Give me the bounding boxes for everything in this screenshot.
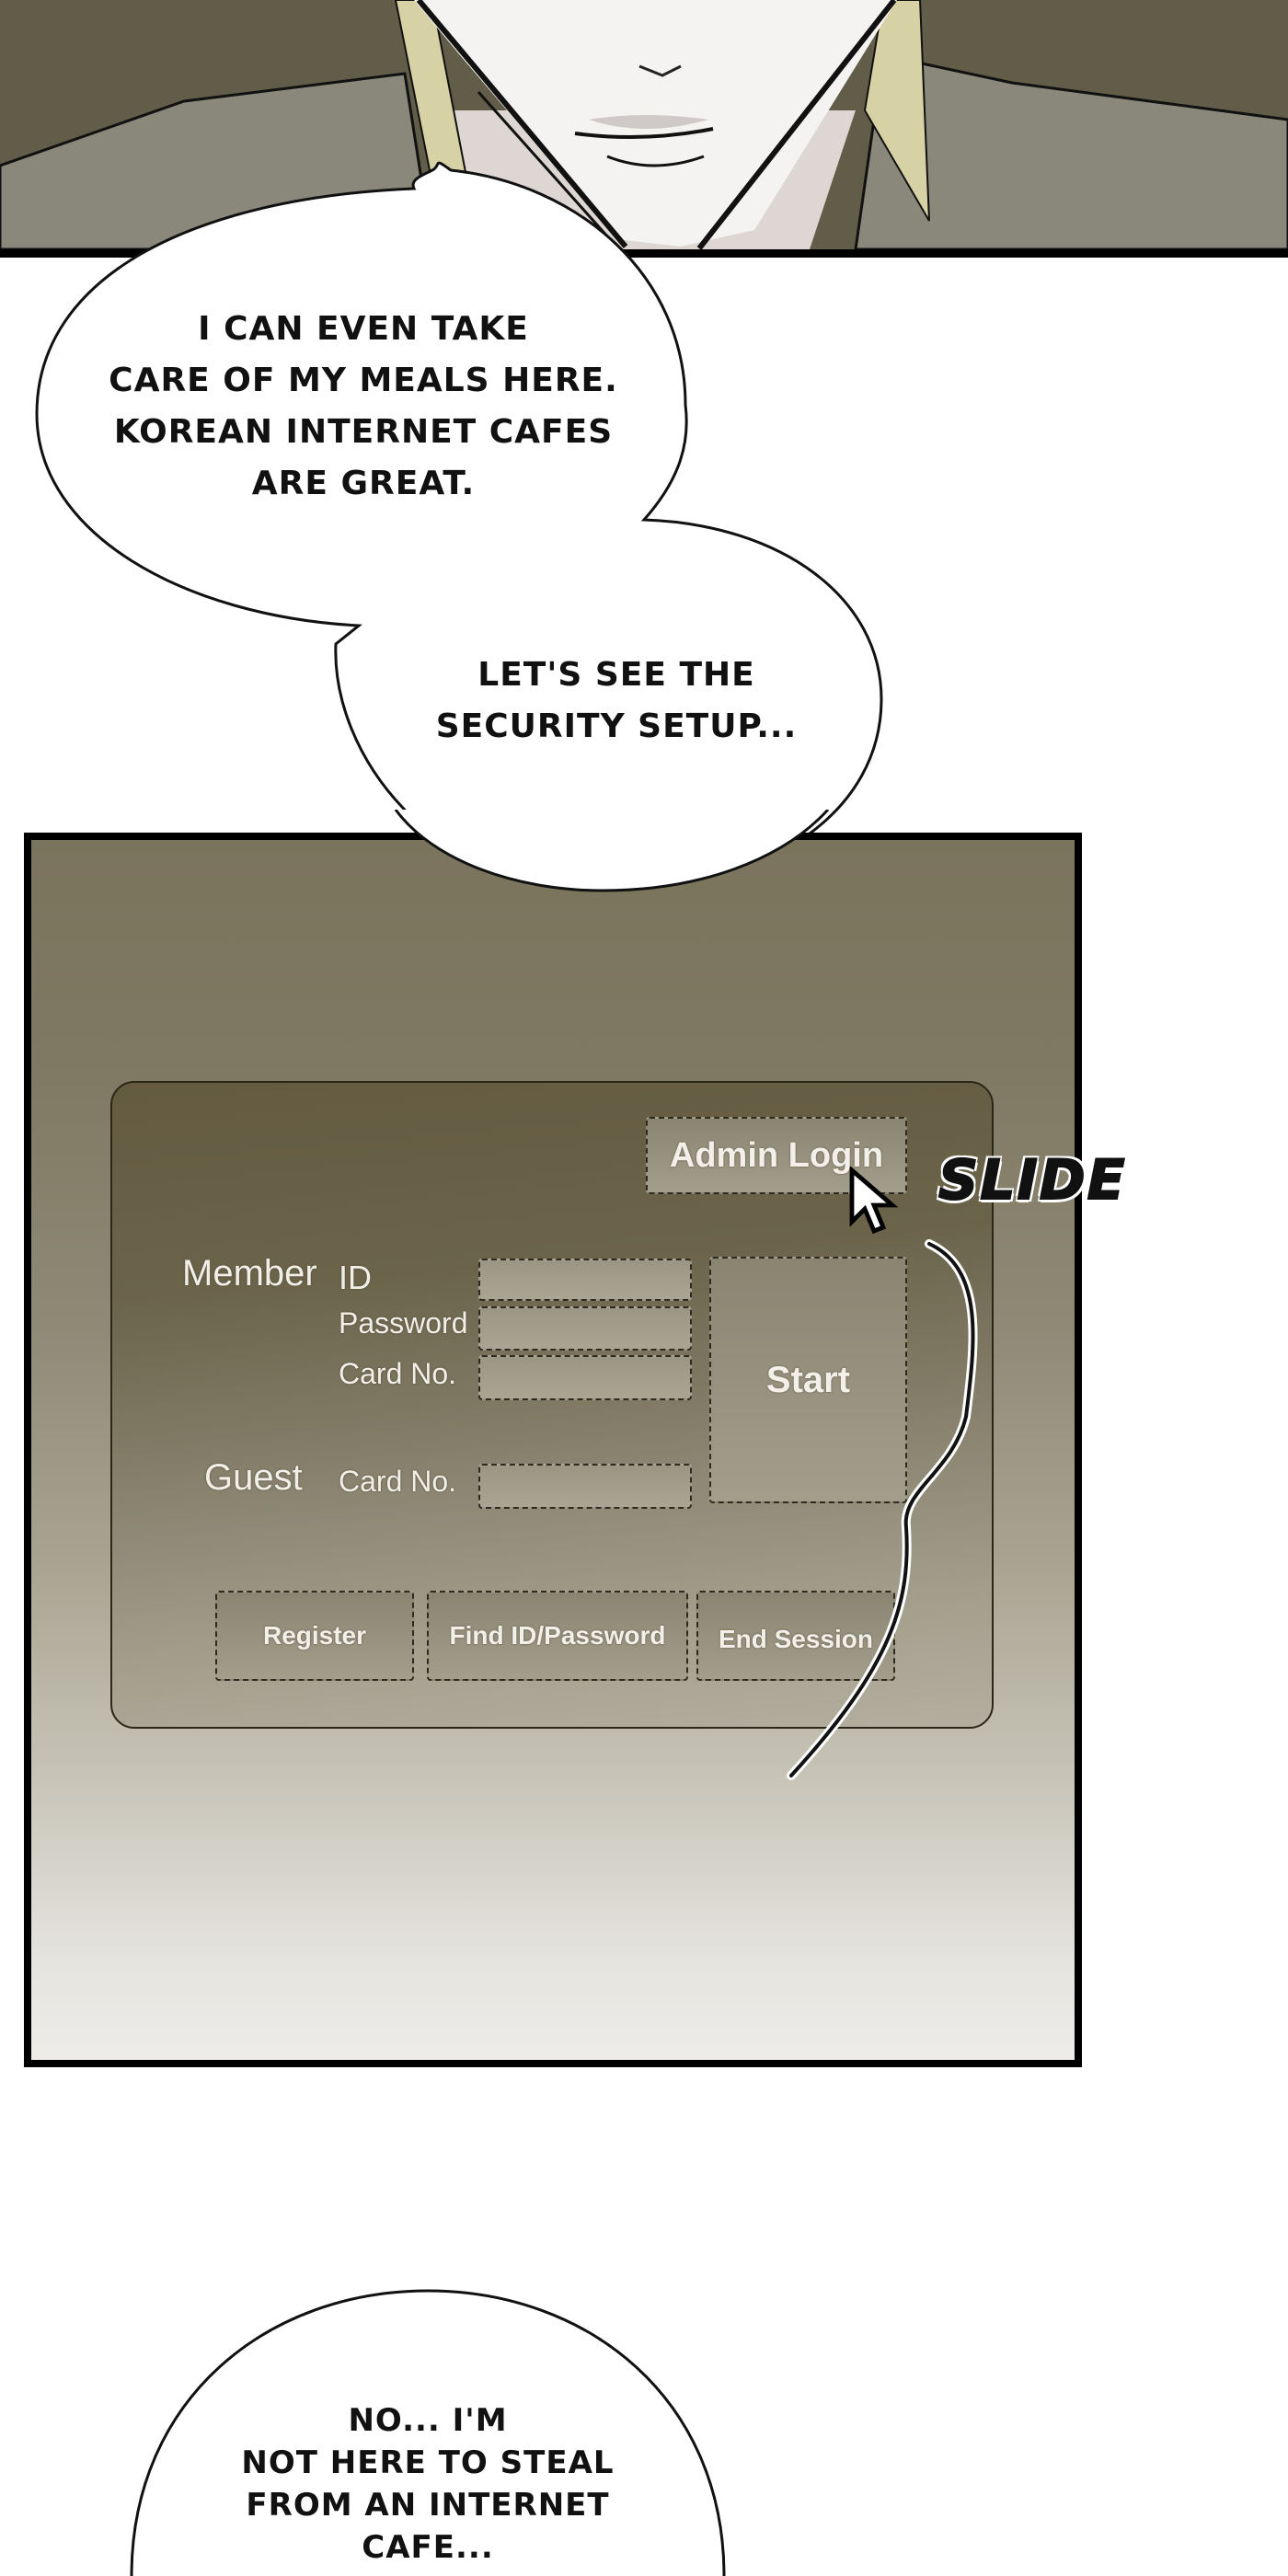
speech-bubble-2-overlap <box>394 810 830 892</box>
guest-card-label: Card No. <box>339 1465 457 1498</box>
bubble-1-line: ARE GREAT. <box>251 465 476 502</box>
register-button[interactable]: Register <box>215 1591 414 1681</box>
password-label: Password <box>339 1306 468 1340</box>
password-input[interactable] <box>478 1306 692 1351</box>
member-card-label: Card No. <box>339 1357 457 1390</box>
speech-bubble-1: I CAN EVEN TAKE CARE OF MY MEALS HERE. K… <box>87 304 639 510</box>
bubble-3-line: FROM AN INTERNET <box>246 2487 610 2524</box>
mouse-pointer-icon <box>849 1167 899 1235</box>
speech-bubble-3: NO... I'M NOT HERE TO STEAL FROM AN INTE… <box>161 2399 695 2569</box>
guest-card-input[interactable] <box>478 1464 692 1509</box>
start-button[interactable]: Start <box>709 1257 907 1503</box>
member-section-label: Member <box>182 1253 317 1294</box>
slide-motion-line <box>787 1239 978 1780</box>
bubble-2-line: SECURITY SETUP... <box>435 707 798 745</box>
member-id-label: ID <box>339 1259 372 1296</box>
find-id-password-button[interactable]: Find ID/Password <box>427 1591 688 1681</box>
speech-bubble-1-shape <box>35 161 883 892</box>
bubble-3-line: NOT HERE TO STEAL <box>241 2444 615 2481</box>
member-card-input[interactable] <box>478 1355 692 1400</box>
bubble-1-line: CARE OF MY MEALS HERE. <box>109 362 618 399</box>
slide-sound-effect: SLIDE <box>937 1147 1127 1213</box>
bubble-1-line: KOREAN INTERNET CAFES <box>113 413 614 451</box>
bubble-3-line: CAFE... <box>362 2529 494 2566</box>
speech-bubble-3-shape <box>130 2289 726 2576</box>
bubble-2-line: LET'S SEE THE <box>477 656 755 694</box>
bubble-1-line: I CAN EVEN TAKE <box>198 310 529 348</box>
end-session-button[interactable]: End Session <box>696 1591 895 1681</box>
admin-login-button[interactable]: Admin Login <box>646 1117 907 1194</box>
guest-section-label: Guest <box>204 1457 303 1498</box>
speech-bubble-2: LET'S SEE THE SECURITY SETUP... <box>368 650 865 753</box>
character-closeup-panel <box>0 0 1288 258</box>
bubble-3-line: NO... I'M <box>348 2402 508 2439</box>
member-id-input[interactable] <box>478 1259 692 1301</box>
character-illustration <box>0 0 1288 249</box>
